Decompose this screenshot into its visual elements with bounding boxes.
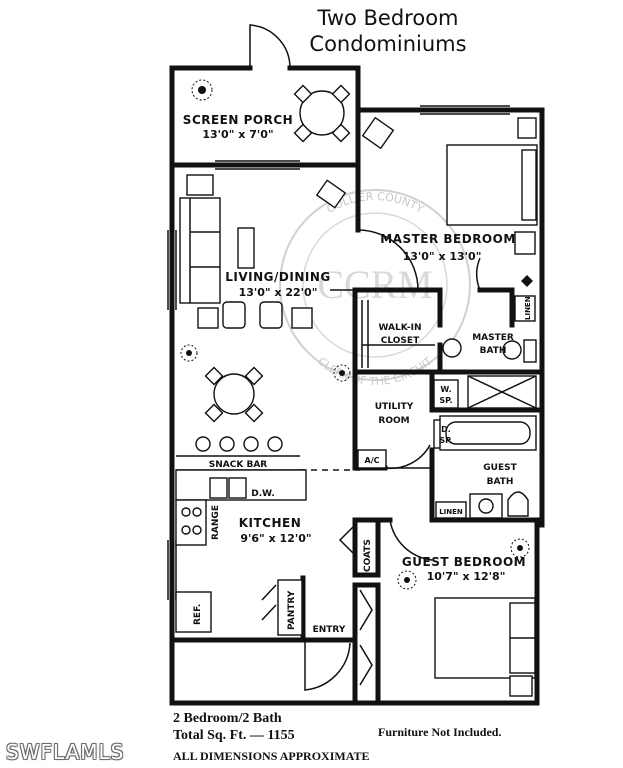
- bath-fixtures: [361, 300, 537, 409]
- ac-label: A/C: [365, 456, 380, 465]
- windows: [167, 105, 510, 600]
- guest-bedroom-dims: 10'7" x 12'8": [427, 570, 506, 583]
- kitchen-label: KITCHEN: [239, 516, 302, 530]
- master-bath-label-2: BATH: [480, 346, 507, 356]
- master-bedroom-dims: 13'0" x 13'0": [403, 250, 482, 263]
- screen-porch-label: SCREEN PORCH: [183, 113, 293, 127]
- footer-summary: 2 Bedroom/2 Bath: [173, 711, 282, 726]
- utility-room-label-2: ROOM: [378, 416, 409, 426]
- porch-table: [293, 84, 351, 143]
- kitchen-fixtures: [175, 455, 373, 691]
- linen-guest-label: LINEN: [439, 508, 463, 516]
- guest-bath-label-1: GUEST: [483, 463, 517, 473]
- master-bedroom-label: MASTER BEDROOM: [380, 232, 516, 246]
- plant-icon: [191, 79, 213, 101]
- living-dining-dims: 13'0" x 22'0": [239, 286, 318, 299]
- screen-porch-dims: 13'0" x 7'0": [202, 128, 273, 141]
- guest-bedroom-label: GUEST BEDROOM: [402, 555, 526, 569]
- guest-furniture: [389, 519, 536, 697]
- guest-bath-fixtures: [435, 415, 537, 519]
- walk-in-closet-label-1: WALK-IN: [378, 323, 421, 333]
- master-bath-label-1: MASTER: [472, 333, 514, 343]
- walk-in-closet-label-2: CLOSET: [381, 336, 420, 346]
- utility-room-label-1: UTILITY: [375, 402, 414, 412]
- footer-approx: ALL DIMENSIONS APPROXIMATE: [173, 749, 369, 763]
- guest-bath-label-2: BATH: [487, 477, 514, 487]
- porch-door: [249, 24, 291, 69]
- brand-logo: SWFLAMLS: [6, 740, 125, 764]
- footer-furniture: Furniture Not Included.: [378, 725, 501, 739]
- dryer-label-1: D.: [441, 425, 451, 434]
- snack-bar-label: SNACK BAR: [209, 460, 268, 470]
- washer-label-2: SP.: [439, 396, 452, 405]
- coats-label: COATS: [363, 539, 373, 572]
- range-label: RANGE: [211, 505, 221, 540]
- master-furniture: [330, 116, 538, 322]
- watermark-center-text: CCRM: [317, 262, 433, 307]
- living-dining-label: LIVING/DINING: [225, 270, 330, 284]
- title-line2: Condominiums: [309, 32, 466, 56]
- footer-total: Total Sq. Ft. — 1155: [173, 728, 295, 743]
- dryer-label-2: SP.: [439, 436, 452, 445]
- washer-label-1: W.: [440, 385, 451, 394]
- kitchen-dims: 9'6" x 12'0": [240, 532, 311, 545]
- entry-label: ENTRY: [313, 625, 346, 635]
- linen-master-label: LINEN: [524, 296, 532, 320]
- dishwasher-label: D.W.: [251, 489, 275, 499]
- refrigerator-label: REF.: [193, 604, 203, 625]
- pantry-label: PANTRY: [287, 590, 297, 630]
- living-furniture: [179, 174, 351, 452]
- title-line1: Two Bedroom: [316, 6, 458, 30]
